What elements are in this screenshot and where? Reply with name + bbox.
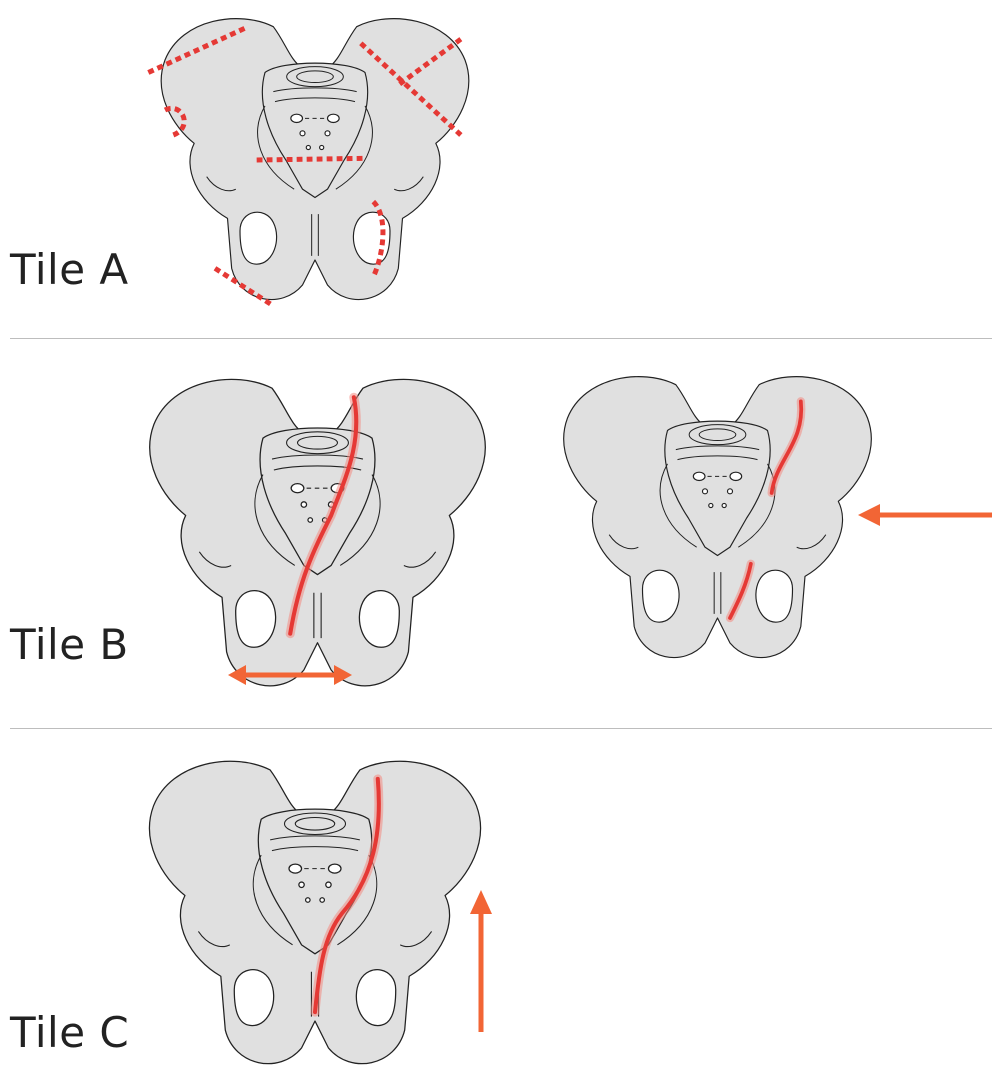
tile-c-label: Tile C [10, 1008, 129, 1057]
tile-b-label: Tile B [10, 620, 129, 669]
tile-b-lateral-compression-pelvis [550, 368, 885, 668]
tile-b-rotation-arrow-icon [228, 660, 352, 690]
divider [10, 728, 992, 729]
tile-c-vertical-shear-pelvis [130, 752, 500, 1048]
tile-b-compression-arrow-icon [858, 500, 992, 530]
tile-a-label: Tile A [10, 245, 129, 294]
tile-c-vertical-shear-arrow-icon [466, 890, 496, 1032]
tile-b-open-book-pelvis [120, 370, 515, 670]
tile-a-pelvis-figure [130, 10, 500, 310]
divider [10, 338, 992, 339]
